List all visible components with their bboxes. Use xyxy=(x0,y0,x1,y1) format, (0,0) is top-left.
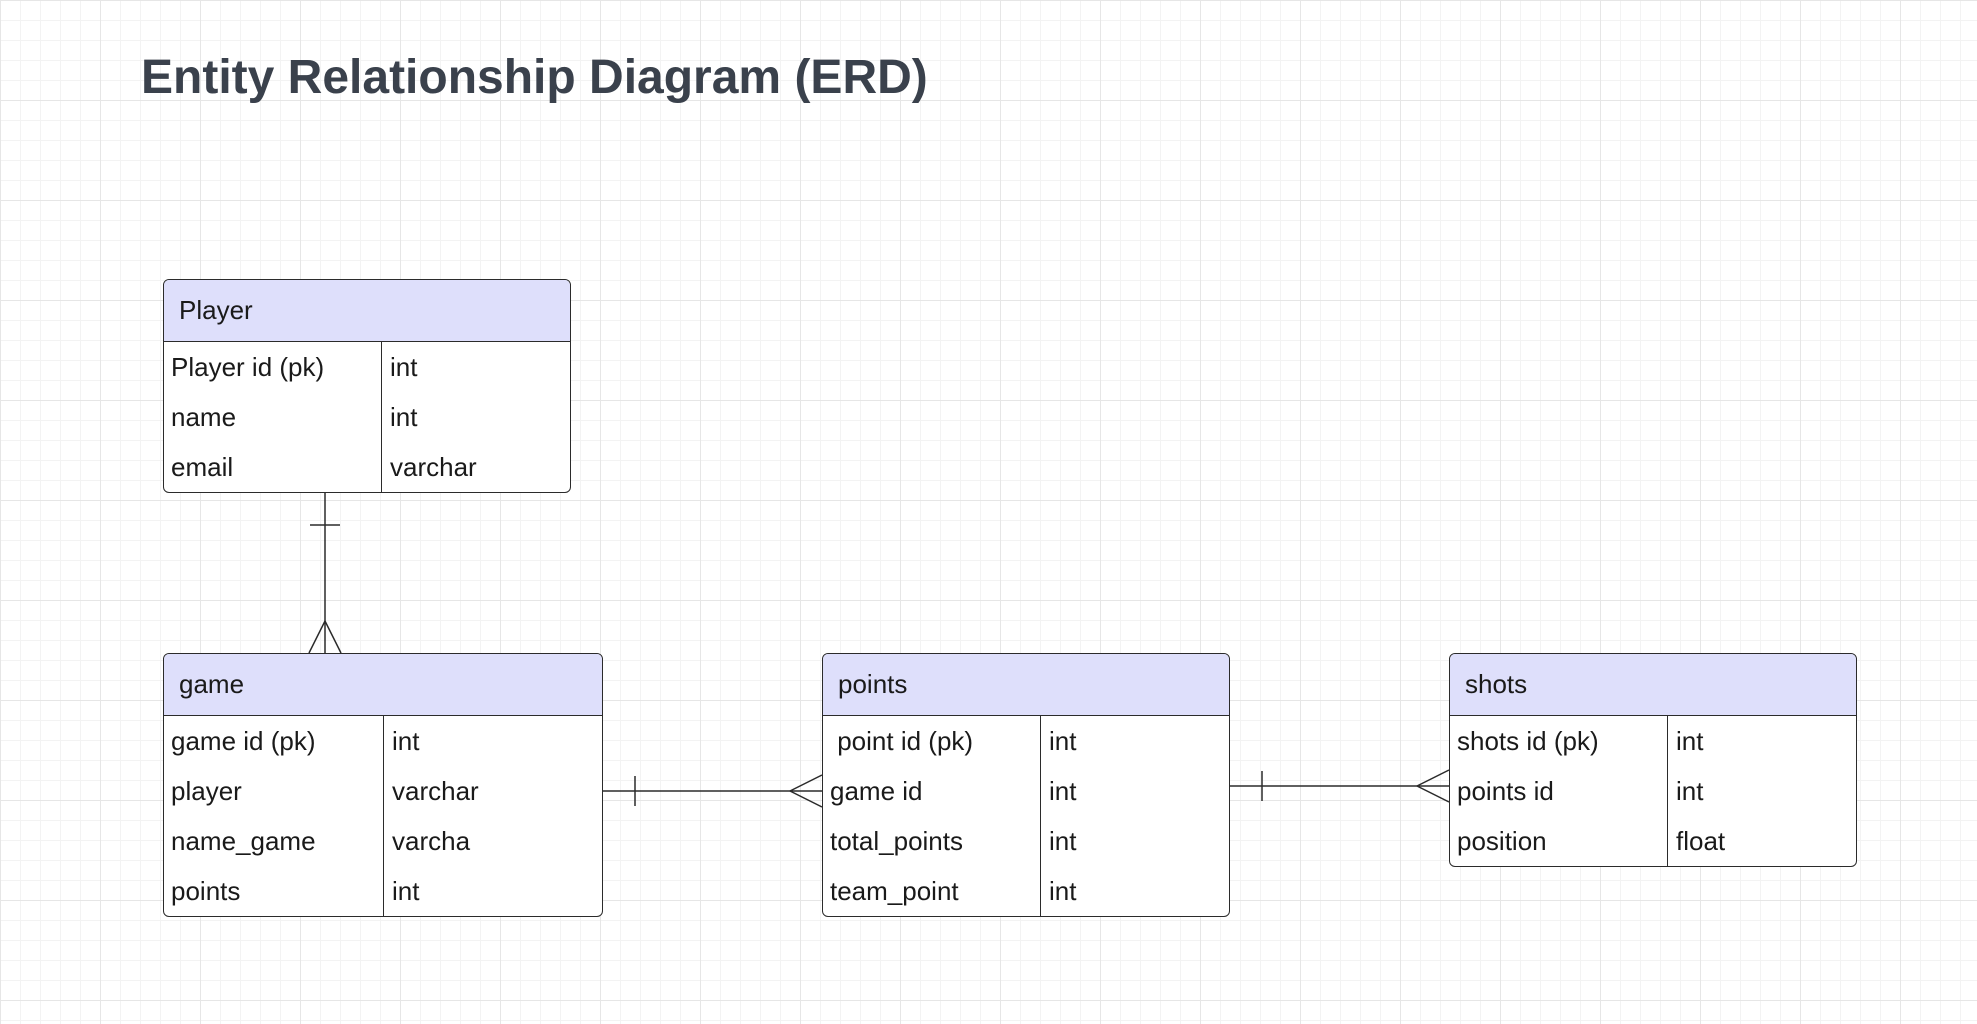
many-marker xyxy=(1416,785,1450,803)
field-type: int xyxy=(1676,775,1704,806)
field-name: position xyxy=(1457,825,1547,856)
relationship-game-points[interactable] xyxy=(603,774,823,808)
field-type: int xyxy=(1049,825,1077,856)
field-name: game id xyxy=(830,775,923,806)
field-row: email varchar xyxy=(164,442,570,492)
column-divider xyxy=(383,716,384,916)
field-name: total_points xyxy=(830,825,963,856)
field-type: varchar xyxy=(390,451,477,482)
field-row: points id int xyxy=(1450,766,1856,816)
field-name: email xyxy=(171,451,234,482)
field-row: shots id (pk) int xyxy=(1450,716,1856,766)
field-type: int xyxy=(392,725,420,756)
relationship-points-shots[interactable] xyxy=(1230,769,1450,803)
field-name: point id (pk) xyxy=(830,725,974,756)
column-divider xyxy=(381,342,382,492)
field-type: int xyxy=(392,875,420,906)
entity-points[interactable]: points point id (pk) int game id int tot… xyxy=(822,653,1230,917)
field-type: int xyxy=(1049,725,1077,756)
field-name: name xyxy=(171,401,237,432)
entity-player[interactable]: Player Player id (pk) int name int email… xyxy=(163,279,571,493)
field-type: int xyxy=(1049,875,1077,906)
field-type: varcha xyxy=(392,825,471,856)
field-row: name int xyxy=(164,392,570,442)
field-type: int xyxy=(390,351,418,382)
field-name: player xyxy=(171,775,242,806)
entity-points-header: points xyxy=(823,654,1229,716)
field-row: Player id (pk) int xyxy=(164,342,570,392)
field-row: name_game varcha xyxy=(164,816,602,866)
field-name: shots id (pk) xyxy=(1457,725,1599,756)
field-row: player varchar xyxy=(164,766,602,816)
many-marker xyxy=(324,620,342,654)
diagram-title: Entity Relationship Diagram (ERD) xyxy=(141,51,928,104)
entity-shots-fields: shots id (pk) int points id int position… xyxy=(1450,716,1856,866)
field-type: int xyxy=(1676,725,1704,756)
many-marker xyxy=(789,774,823,792)
relationship-player-game[interactable] xyxy=(308,493,342,654)
field-type: varchar xyxy=(392,775,479,806)
field-name: team_point xyxy=(830,875,959,906)
field-row: points int xyxy=(164,866,602,916)
many-marker xyxy=(308,620,326,654)
field-type: int xyxy=(390,401,418,432)
field-name: points xyxy=(171,875,241,906)
field-name: name_game xyxy=(171,825,316,856)
entity-shots-header: shots xyxy=(1450,654,1856,716)
field-name: points id xyxy=(1457,775,1554,806)
entity-game-fields: game id (pk) int player varchar name_gam… xyxy=(164,716,602,916)
column-divider xyxy=(1667,716,1668,866)
entity-shots[interactable]: shots shots id (pk) int points id int po… xyxy=(1449,653,1857,867)
field-row: position float xyxy=(1450,816,1856,866)
entity-player-header: Player xyxy=(164,280,570,342)
column-divider xyxy=(1040,716,1041,916)
entity-game[interactable]: game game id (pk) int player varchar nam… xyxy=(163,653,603,917)
field-type: float xyxy=(1676,825,1726,856)
field-row: total_points int xyxy=(823,816,1229,866)
field-row: game id int xyxy=(823,766,1229,816)
many-marker xyxy=(789,790,823,808)
many-marker xyxy=(1416,769,1450,787)
entity-points-fields: point id (pk) int game id int total_poin… xyxy=(823,716,1229,916)
entity-game-header: game xyxy=(164,654,602,716)
field-name: game id (pk) xyxy=(171,725,316,756)
entity-player-fields: Player id (pk) int name int email varcha… xyxy=(164,342,570,492)
field-row: game id (pk) int xyxy=(164,716,602,766)
field-row: team_point int xyxy=(823,866,1229,916)
field-type: int xyxy=(1049,775,1077,806)
field-name: Player id (pk) xyxy=(171,351,325,382)
field-row: point id (pk) int xyxy=(823,716,1229,766)
